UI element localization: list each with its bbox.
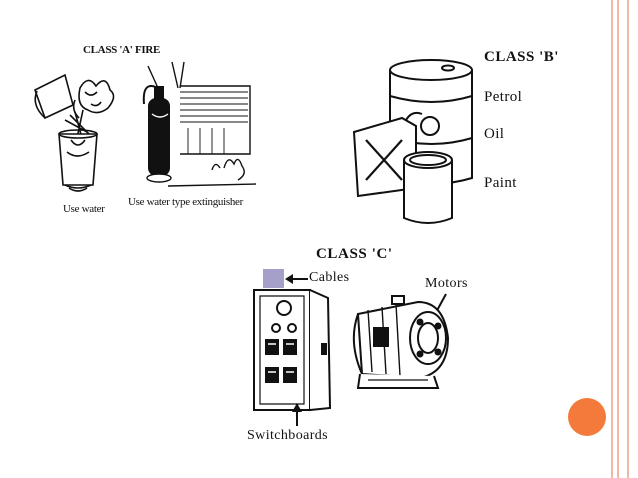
class-c-title: CLASS 'C' <box>316 246 393 262</box>
marker-square <box>263 269 284 288</box>
class-b-item-petrol: Petrol <box>484 89 523 105</box>
slide-edge-line-1 <box>611 0 613 478</box>
switchboards-arrow-icon <box>292 403 302 426</box>
class-c-label-cables: Cables <box>309 270 350 285</box>
class-b-title: CLASS 'B' <box>484 49 559 65</box>
class-b-item-paint: Paint <box>484 175 517 191</box>
slide-edge-line-2 <box>617 0 619 478</box>
class-b-containers-illustration <box>352 59 473 224</box>
switchboard-illustration <box>253 289 332 411</box>
class-c-label-motors: Motors <box>425 276 468 291</box>
motor-illustration <box>352 295 450 389</box>
class-a-water-bucket-illustration <box>34 73 115 192</box>
class-b-item-oil: Oil <box>484 126 505 142</box>
class-a-extinguisher-illustration <box>142 61 257 187</box>
accent-circle <box>568 398 606 436</box>
slide-edge-line-3 <box>627 0 629 478</box>
cables-arrow-icon <box>285 274 308 284</box>
class-a-title: CLASS 'A' FIRE <box>83 44 161 56</box>
class-a-caption-use-extinguisher: Use water type extinguisher <box>128 196 244 208</box>
class-c-label-switchboards: Switchboards <box>247 428 329 443</box>
class-a-caption-use-water: Use water <box>63 203 105 215</box>
